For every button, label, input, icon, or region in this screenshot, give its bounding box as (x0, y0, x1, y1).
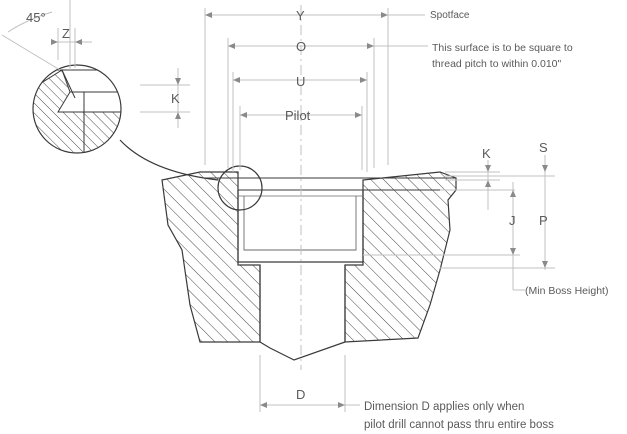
drill-point (259, 341, 346, 361)
thread-bore (237, 190, 364, 263)
dim-y (204, 8, 389, 165)
dim-d (259, 355, 360, 412)
d-label: D (296, 387, 305, 402)
angle-label: 45° (26, 10, 46, 25)
detail-leader (119, 139, 219, 181)
o-label: O (296, 39, 306, 54)
k-detail-label: K (171, 91, 180, 106)
d-note-line2: pilot drill cannot pass thru entire boss (364, 419, 554, 431)
dim-s (445, 155, 555, 270)
z-label: Z (62, 26, 70, 41)
j-label: J (509, 213, 516, 228)
min-boss-height-label: (Min Boss Height) (525, 285, 608, 297)
spotface-label: Spotface (430, 10, 470, 21)
detail-view (32, 64, 122, 154)
boss-section-left (161, 171, 261, 343)
d-note-line1: Dimension D applies only when (364, 401, 524, 413)
k-main-label: K (482, 146, 491, 161)
dim-j-p (363, 182, 555, 291)
s-label: S (539, 140, 548, 155)
dim-o (227, 38, 428, 168)
y-label: Y (296, 8, 305, 23)
p-label: P (539, 213, 548, 228)
dim-detail (1, 0, 190, 128)
thread-bore-inner (243, 196, 357, 251)
pilot-label: Pilot (285, 108, 311, 123)
dim-k-main (445, 160, 500, 210)
square-note-line1: This surface is to be square to (432, 42, 573, 54)
dim-u (232, 72, 368, 172)
boss-section-right (344, 171, 457, 343)
square-note-line2: thread pitch to within 0.010" (432, 58, 561, 70)
u-label: U (296, 74, 305, 89)
